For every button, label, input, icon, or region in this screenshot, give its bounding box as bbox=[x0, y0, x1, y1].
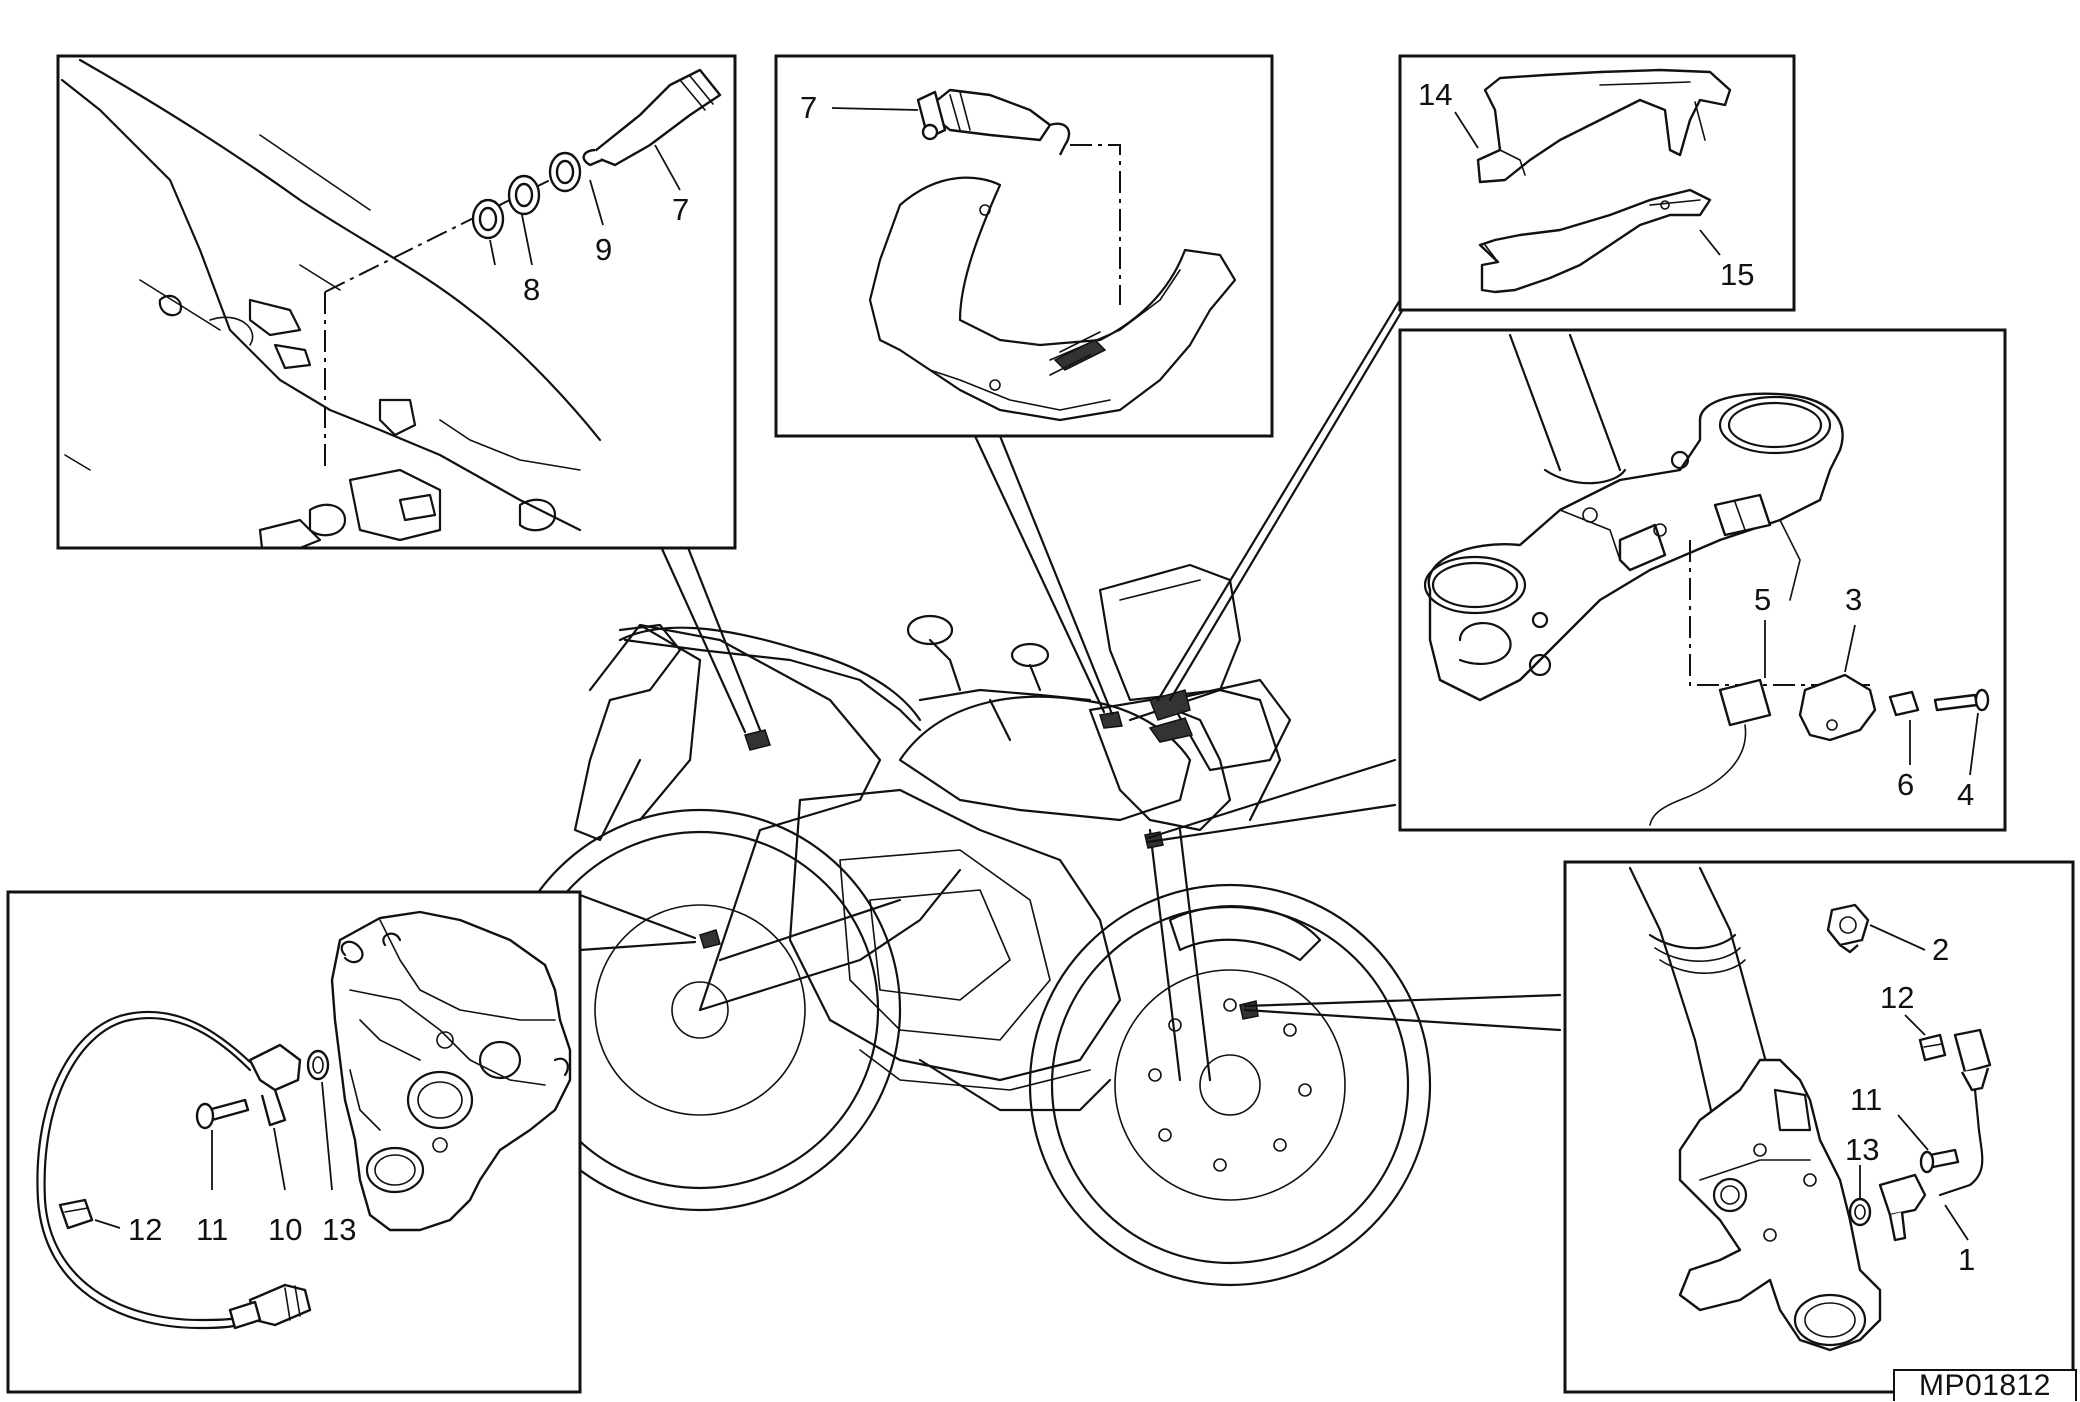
drawing-code-label: MP01812 bbox=[1893, 1369, 2077, 1401]
motorcycle-overview bbox=[498, 563, 1432, 1287]
callout-10: 10 bbox=[268, 1212, 302, 1247]
callout-7: 7 bbox=[800, 90, 817, 125]
detail-panel-rear-wheel-sensor: 12 11 10 13 bbox=[6, 890, 582, 1394]
detail-panel-front-wheel-sensor: 2 12 11 13 1 bbox=[1563, 860, 2075, 1394]
callout-5: 5 bbox=[1754, 582, 1771, 617]
callout-12: 12 bbox=[128, 1212, 162, 1247]
detail-panel-handlebar-sensor: 5 3 6 4 bbox=[1398, 328, 2007, 832]
callout-13: 13 bbox=[322, 1212, 356, 1247]
callout-11: 11 bbox=[196, 1212, 228, 1247]
callout-12: 12 bbox=[1880, 980, 1914, 1015]
detail-panel-grommet: 7 bbox=[774, 54, 1274, 438]
callout-8: 8 bbox=[523, 272, 540, 307]
callout-14: 14 bbox=[1418, 77, 1452, 112]
callout-7: 7 bbox=[672, 192, 689, 227]
detail-panel-brackets: 14 15 bbox=[1398, 54, 1796, 312]
callout-11: 11 bbox=[1850, 1082, 1882, 1117]
callout-4: 4 bbox=[1957, 777, 1974, 812]
callout-1: 1 bbox=[1958, 1242, 1975, 1277]
callout-2: 2 bbox=[1932, 932, 1949, 967]
callout-15: 15 bbox=[1720, 257, 1754, 292]
panel-pointer-lines bbox=[578, 282, 1562, 1032]
callout-3: 3 bbox=[1845, 582, 1862, 617]
callout-9: 9 bbox=[595, 232, 612, 267]
detail-panel-rear-sensor: 7 8 9 bbox=[56, 54, 737, 550]
callout-6: 6 bbox=[1897, 767, 1914, 802]
callout-13: 13 bbox=[1845, 1132, 1879, 1167]
